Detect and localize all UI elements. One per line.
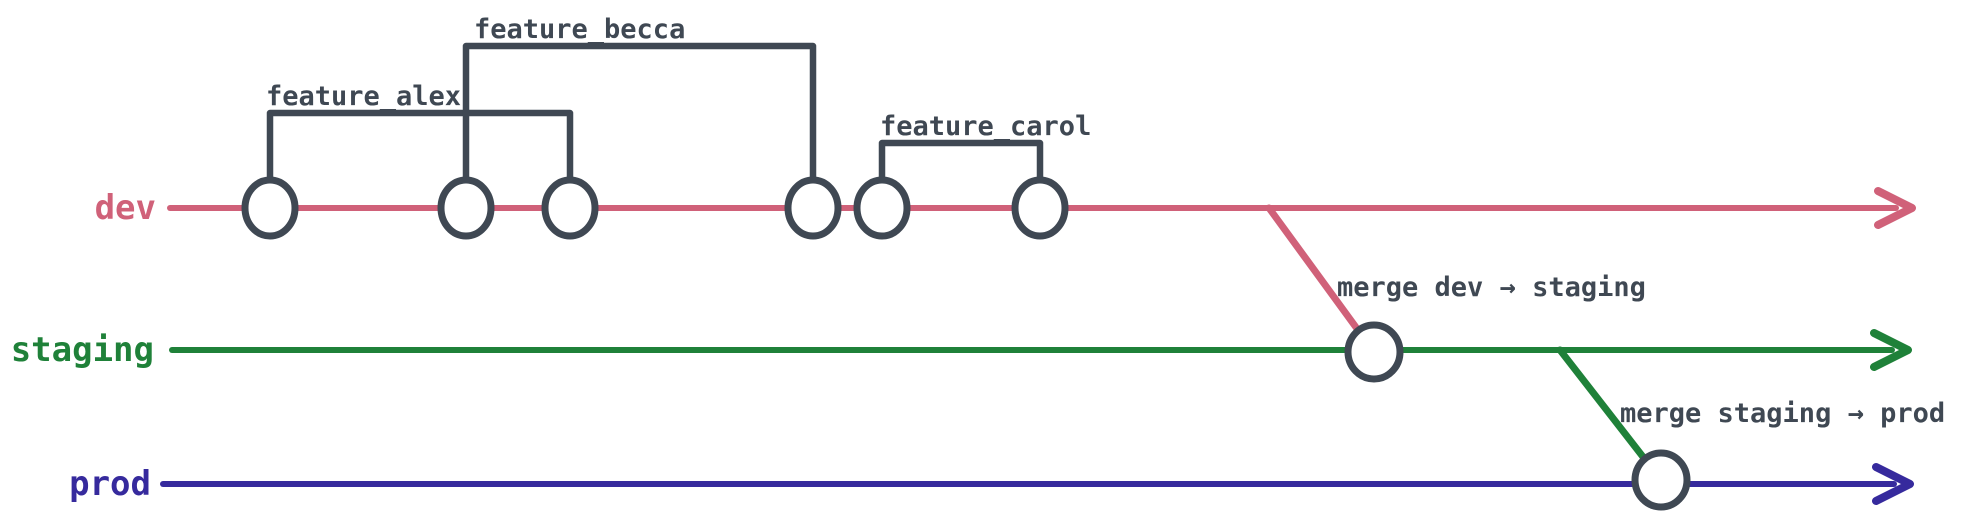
branch-arrowhead-staging — [1870, 329, 1912, 371]
feature-label-carol: feature_carol — [880, 111, 1091, 142]
commit-node — [437, 176, 495, 240]
merge-commit-node-dev-to-staging — [1344, 321, 1404, 383]
commit-node — [541, 176, 599, 240]
branch-label-staging: staging — [11, 330, 154, 370]
feature-bracket-alex — [266, 109, 574, 185]
merge-commit-node-staging-to-prod — [1631, 449, 1691, 511]
commit-node — [853, 176, 911, 240]
branch-label-dev: dev — [95, 188, 156, 228]
branch-arrowhead-prod — [1872, 463, 1914, 505]
commit-node — [1011, 176, 1069, 240]
feature-bracket-becca — [462, 42, 817, 185]
merge-label-staging-to-prod: merge staging → prod — [1620, 398, 1945, 429]
feature-bracket-carol — [878, 139, 1044, 185]
commit-node — [241, 176, 299, 240]
branch-label-prod: prod — [69, 464, 151, 504]
branch-arrowhead-dev — [1874, 187, 1916, 229]
feature-label-becca: feature_becca — [474, 14, 685, 45]
commit-node — [784, 176, 842, 240]
feature-label-alex: feature_alex — [266, 81, 461, 112]
merge-label-dev-to-staging: merge dev → staging — [1337, 272, 1646, 303]
